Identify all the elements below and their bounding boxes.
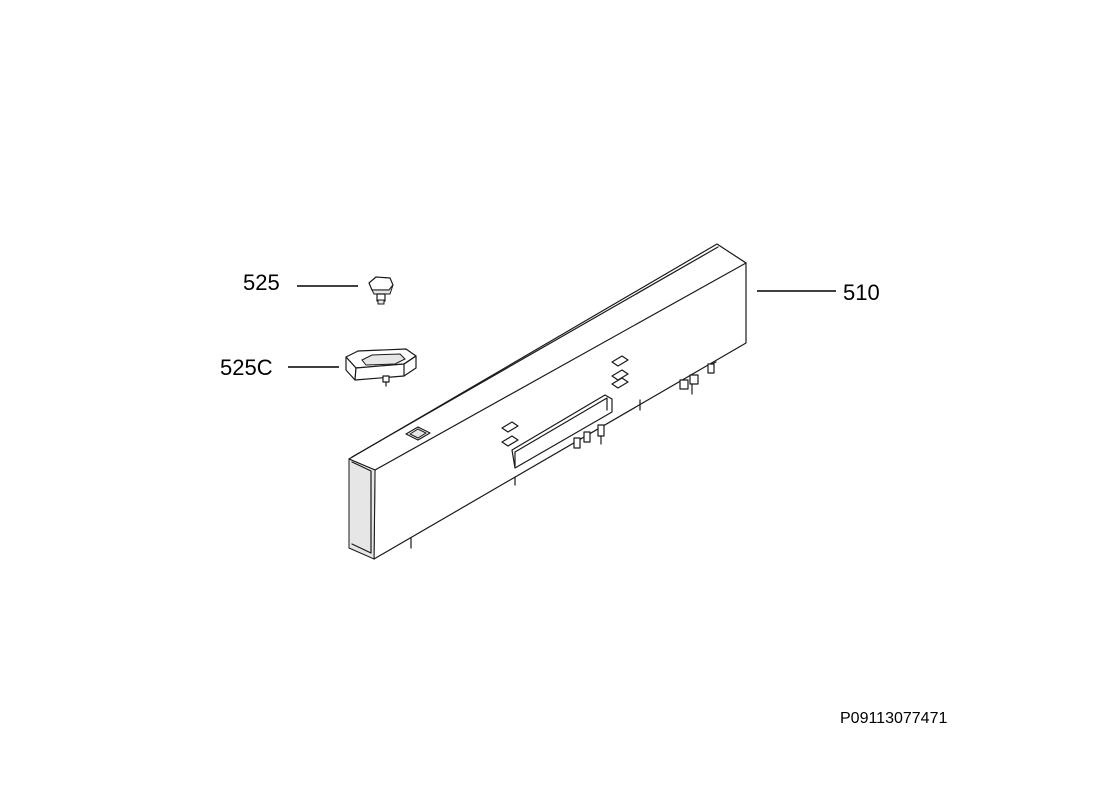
callout-525: 525 [243, 270, 280, 295]
callout-510: 510 [843, 280, 880, 305]
reference-code: P09113077471 [840, 710, 947, 727]
button-holder-part-525c [345, 348, 417, 387]
control-panel-part-510 [348, 243, 747, 560]
panel-bottom-clips [410, 361, 717, 549]
button-knob-part-525 [368, 276, 394, 305]
callout-525c: 525C [220, 355, 273, 380]
